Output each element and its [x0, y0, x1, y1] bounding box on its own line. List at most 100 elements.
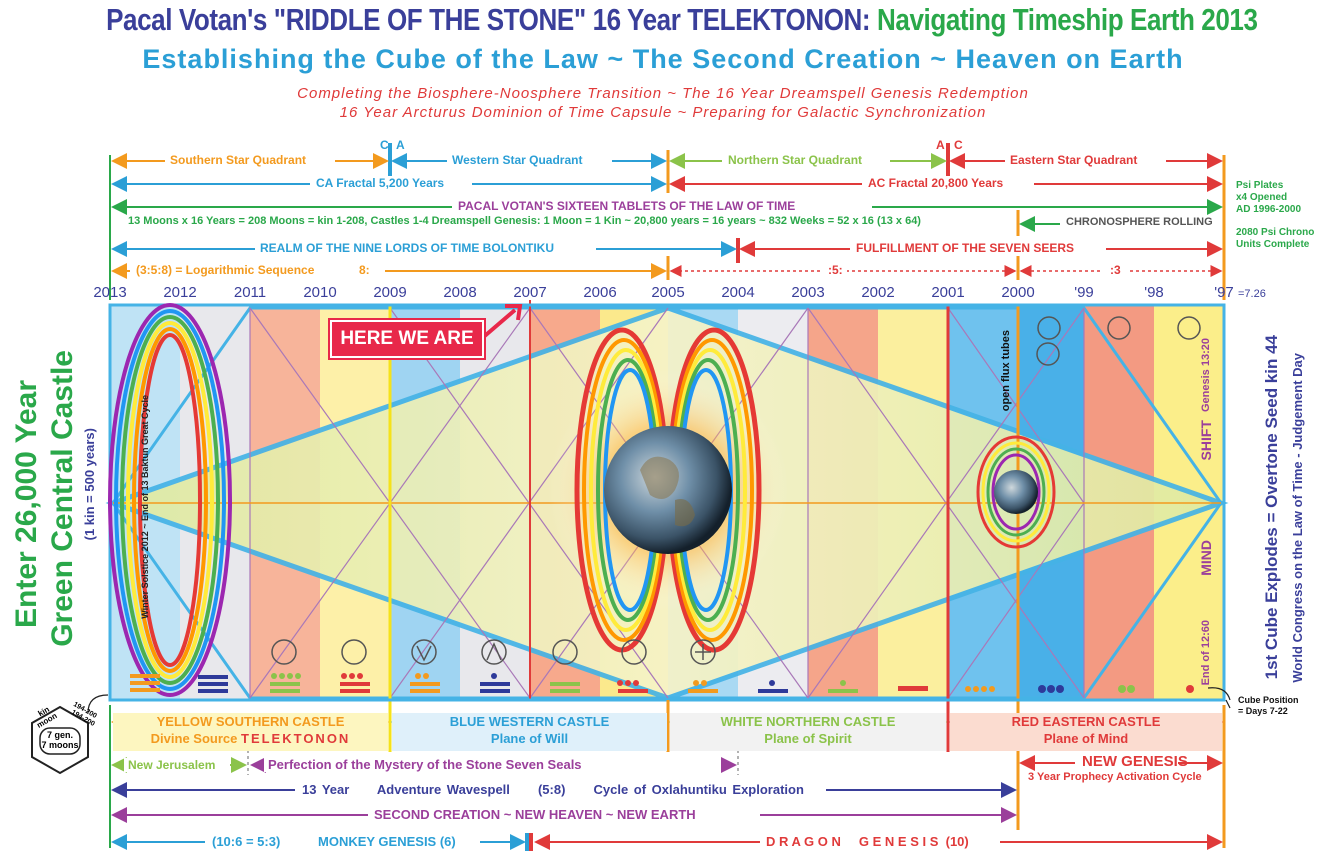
enter-year: Enter 26,000 Year: [10, 380, 43, 628]
central-earth: [548, 327, 788, 653]
mind-label: MIND: [1198, 540, 1214, 576]
castle-subtitle: Divine Source TELEKTONON: [113, 730, 388, 747]
year-label: 2005: [651, 284, 685, 301]
subtitle: Establishing the Cube of the Law ~ The S…: [142, 44, 1184, 74]
western-quadrant: Western Star Quadrant: [448, 153, 587, 167]
red-eastern-castle: RED EASTERN CASTLE Plane of Mind: [950, 713, 1222, 751]
castle-subtitle: Plane of Will: [490, 731, 569, 746]
white-northern-castle: WHITE NORTHERN CASTLE Plane of Spirit: [670, 713, 946, 751]
castle-sub-text: Divine Source: [150, 731, 238, 746]
year-label: 2010: [303, 284, 337, 301]
year-label: 2007: [513, 284, 547, 301]
year-label: 2001: [931, 284, 965, 301]
label-a1: A: [396, 138, 405, 152]
southern-quadrant: Southern Star Quadrant: [166, 153, 311, 167]
castle-title: YELLOW SOUTHERN CASTLE: [156, 714, 345, 729]
psi-line-4: 2080 Psi Chrono: [1236, 227, 1315, 238]
cube-position: Cube Position = Days 7-22: [1238, 695, 1299, 717]
year-label: 2004: [721, 284, 755, 301]
psi-chrono-note: 2080 Psi Chrono Units Complete: [1236, 227, 1314, 251]
sixteen-tablets: PACAL VOTAN'S SIXTEEN TABLETS OF THE LAW…: [454, 199, 800, 213]
year-label: 2006: [583, 284, 617, 301]
world-congress: World Congress on the Law of Time - Judg…: [1290, 353, 1305, 683]
adventure-wavespell: 13 Year Adventure Wavespell (5:8) Cycle …: [298, 782, 808, 797]
tone-markers: [130, 673, 1194, 693]
prophecy-cycle: 3 Year Prophecy Activation Cycle: [1028, 771, 1202, 783]
tagline-line-2: 16 Year Arcturus Dominion of Time Capsul…: [339, 104, 987, 121]
ac-fractal: AC Fractal 20,800 Years: [864, 176, 1008, 190]
year-label: '98: [1144, 284, 1164, 301]
year-suffix: =7.26: [1238, 288, 1266, 300]
year-label: 2000: [1001, 284, 1035, 301]
second-creation: SECOND CREATION ~ NEW HEAVEN ~ NEW EARTH: [370, 807, 700, 822]
psi-line-2: x4 Opened: [1236, 192, 1288, 203]
wave-adventure: Adventure Wavespell: [376, 782, 510, 797]
label-c2: C: [954, 138, 963, 152]
cube-position-line-2: = Days 7-22: [1238, 706, 1288, 716]
open-flux-tubes: open flux tubes: [1000, 330, 1012, 412]
ca-fractal: CA Fractal 5,200 Years: [312, 176, 449, 190]
hexagon-7gen: [31, 694, 109, 775]
seal-glyphs: [271, 316, 1201, 665]
year-label: '99: [1074, 284, 1094, 301]
moons-equation: 13 Moons x 16 Years = 208 Moons = kin 1-…: [128, 215, 921, 227]
psi-plates-note: Psi Plates x4 Opened AD 1996-2000: [1236, 180, 1301, 216]
castle-subtitle: Plane of Mind: [1043, 731, 1129, 746]
year-label: 2008: [443, 284, 477, 301]
year-label: 2002: [861, 284, 895, 301]
yellow-southern-castle: YELLOW SOUTHERN CASTLE Divine Source TEL…: [113, 713, 388, 751]
psi-line-1: Psi Plates: [1236, 180, 1284, 191]
year-label: 2011: [233, 284, 267, 301]
hex-center: 7 gen. 7 moons: [40, 730, 80, 750]
ratio-five: :5:: [824, 263, 847, 277]
wave-ratio: (5:8): [537, 782, 566, 797]
blue-western-castle: BLUE WESTERN CASTLE Plane of Will: [392, 713, 667, 751]
label-c1: C: [380, 138, 389, 152]
logarithmic-sequence: (3:5:8) = Logarithmic Sequence: [132, 263, 319, 277]
small-earth: [976, 435, 1056, 549]
wave-oxlahuntiku: Cycle of Oxlahuntiku Exploration: [593, 782, 804, 797]
year-label: 2003: [791, 284, 825, 301]
rainbow-arc-left: [108, 303, 232, 697]
cube-explodes: 1st Cube Explodes = Overtone Seed kin 44: [1262, 335, 1281, 680]
tagline-line-1: Completing the Biosphere-Noosphere Trans…: [297, 85, 1029, 102]
telektonon-label: TELEKTONON: [241, 731, 351, 746]
label-a2: A: [936, 138, 945, 152]
shift-label: SHIFT: [1198, 420, 1214, 461]
castle-title: WHITE NORTHERN CASTLE: [720, 714, 896, 729]
realm-nine-lords: REALM OF THE NINE LORDS OF TIME BOLONTIK…: [256, 241, 558, 255]
tagline: Completing the Biosphere-Noosphere Trans…: [0, 84, 1326, 122]
ratio-eight: 8:: [355, 263, 374, 277]
main-title-text: Pacal Votan's "RIDDLE OF THE STONE" 16 Y…: [106, 2, 871, 37]
northern-quadrant: Northern Star Quadrant: [724, 153, 867, 167]
monkey-ratio: (10:6 = 5:3): [208, 834, 285, 849]
psi-line-3: AD 1996-2000: [1236, 204, 1302, 215]
dragon-genesis: D R A G O N G E N E S I S (10): [762, 834, 973, 849]
year-label: '97: [1214, 284, 1234, 301]
year-label: 2013: [93, 284, 127, 301]
year-label: 2009: [373, 284, 407, 301]
hex-moons: 7 moons: [41, 740, 79, 750]
monkey-genesis: MONKEY GENESIS (6): [314, 834, 460, 849]
eastern-quadrant: Eastern Star Quadrant: [1006, 153, 1142, 167]
end-1260: End of 12:60: [1200, 620, 1212, 686]
green-central-castle: Green Central Castle: [46, 350, 79, 647]
year-label: 2012: [163, 284, 197, 301]
wave-13-year: 13 Year: [302, 782, 350, 797]
here-we-are-badge: HERE WE ARE: [330, 320, 484, 358]
winter-solstice: Winter Solstice 2012 ~ End of 13 Baktun …: [140, 395, 150, 619]
genesis-label: Genesis 13:20: [1200, 338, 1212, 412]
new-jerusalem: New Jerusalem: [124, 758, 220, 772]
seven-seers: FULFILLMENT OF THE SEVEN SEERS: [852, 241, 1079, 255]
chronosphere: CHRONOSPHERE ROLLING: [1062, 216, 1217, 228]
cube-position-line-1: Cube Position: [1238, 695, 1299, 705]
main-title: Pacal Votan's "RIDDLE OF THE STONE" 16 Y…: [106, 2, 1258, 38]
main-title-green: Navigating Timeship Earth 2013: [877, 2, 1258, 37]
hex-gen: 7 gen.: [46, 730, 73, 740]
castle-subtitle: Plane of Spirit: [764, 731, 852, 746]
castle-title: BLUE WESTERN CASTLE: [449, 714, 610, 729]
kin-years: (1 kin = 500 years): [82, 428, 97, 541]
new-genesis: NEW GENESIS: [1082, 753, 1188, 770]
castle-title: RED EASTERN CASTLE: [1011, 714, 1161, 729]
